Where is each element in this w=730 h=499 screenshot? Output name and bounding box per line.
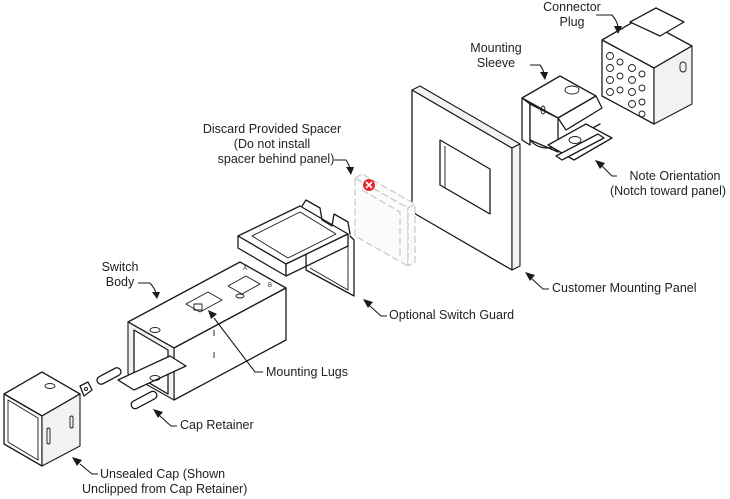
label-line: Customer Mounting Panel <box>552 281 697 295</box>
red-x-circle-icon <box>363 179 375 191</box>
label-unsealed-cap: Unsealed Cap (Shown Unclipped from Cap R… <box>82 467 247 497</box>
label-mounting-lugs: Mounting Lugs <box>266 365 348 380</box>
label-line: Connector <box>543 0 601 14</box>
connector-plug <box>601 7 693 125</box>
leader-discard-spacer <box>334 159 354 175</box>
label-line: Discard Provided Spacer <box>202 122 342 136</box>
label-line: (Do not install <box>233 137 311 151</box>
label-line: Mounting <box>470 41 522 55</box>
label-line: Unsealed Cap (Shown <box>100 467 226 481</box>
leader-optional-switch-guard <box>363 299 387 317</box>
terminal-marking-a: A <box>243 266 247 272</box>
label-line: Sleeve <box>476 56 516 70</box>
label-line: Optional Switch Guard <box>389 308 515 322</box>
label-switch-body: Switch Body <box>95 260 145 290</box>
label-customer-mounting-panel: Customer Mounting Panel <box>552 281 697 296</box>
leader-connector-plug <box>596 14 622 34</box>
label-note-orientation: Note Orientation (Notch toward panel) <box>606 169 730 199</box>
leader-switch-body <box>138 282 160 299</box>
label-line: Note Orientation <box>629 169 721 183</box>
unsealed-cap <box>3 371 93 467</box>
leader-customer-mounting-panel <box>525 272 549 290</box>
label-mounting-sleeve: Mounting Sleeve <box>466 41 526 71</box>
customer-mounting-panel <box>411 85 521 271</box>
label-line: Plug <box>559 15 585 29</box>
label-connector-plug: Connector Plug <box>537 0 607 30</box>
mounting-sleeve <box>521 75 613 161</box>
leader-unsealed-cap <box>72 457 98 475</box>
label-line: Unclipped from Cap Retainer) <box>82 482 248 496</box>
label-cap-retainer: Cap Retainer <box>180 418 254 433</box>
label-line: Cap Retainer <box>180 418 254 432</box>
leader-note-orientation <box>595 160 617 177</box>
leader-cap-retainer <box>153 409 177 427</box>
label-line: Body <box>105 275 135 289</box>
label-line: spacer behind panel) <box>217 152 335 166</box>
label-line: Switch <box>101 260 139 274</box>
leader-mounting-sleeve <box>530 64 548 80</box>
terminal-marking-b: B <box>268 283 272 289</box>
optional-switch-guard <box>237 199 355 297</box>
label-discard-spacer: Discard Provided Spacer (Do not install … <box>192 122 352 167</box>
cap-retainer <box>96 355 187 410</box>
label-line: (Notch toward panel) <box>609 184 727 198</box>
label-optional-switch-guard: Optional Switch Guard <box>389 308 514 323</box>
label-line: Mounting Lugs <box>266 365 349 379</box>
leader-mounting-lugs <box>208 310 263 373</box>
